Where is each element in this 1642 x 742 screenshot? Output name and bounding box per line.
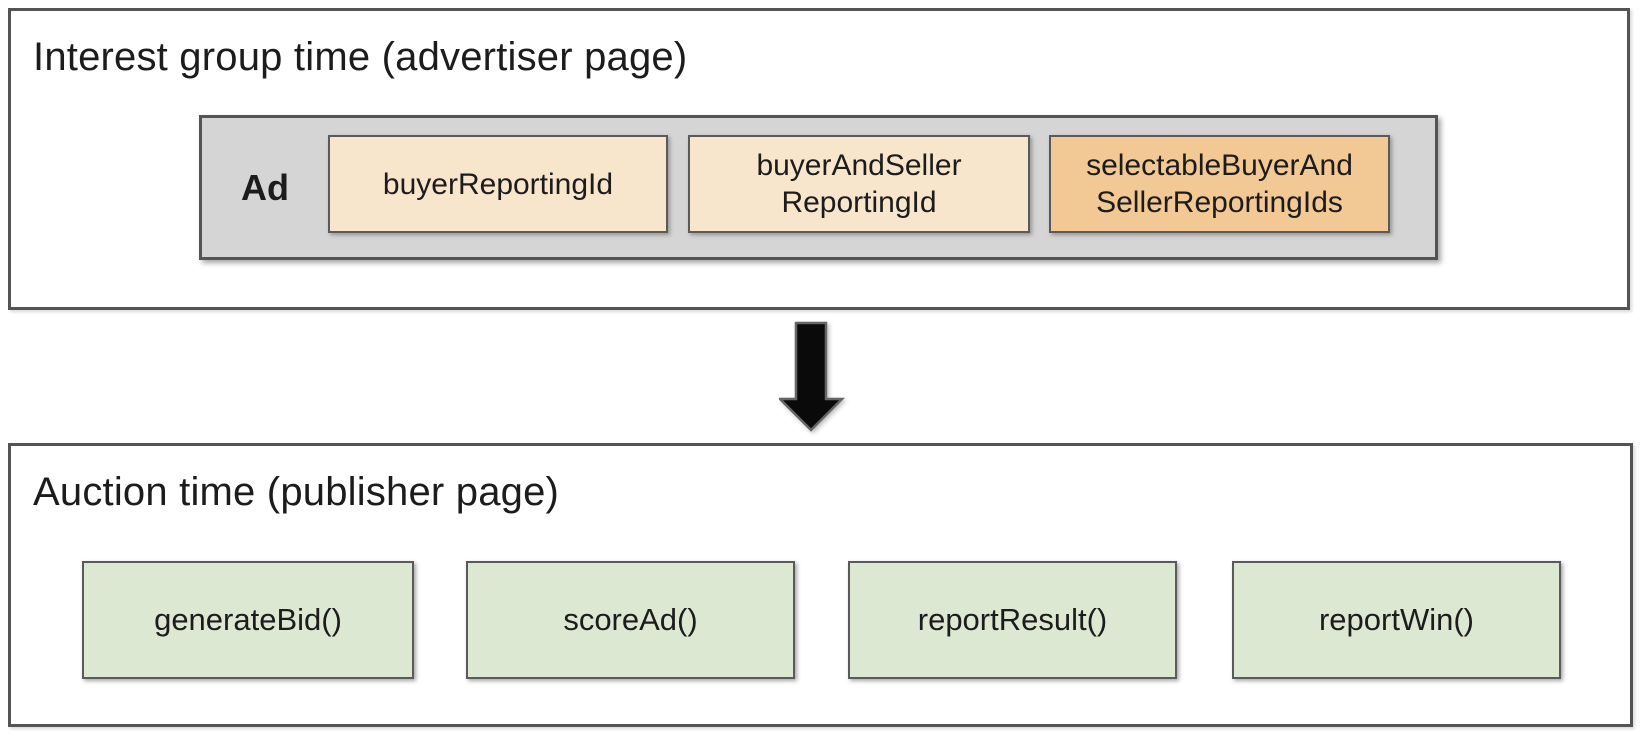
ad-label: Ad xyxy=(241,166,289,208)
interest-group-title: Interest group time (advertiser page) xyxy=(33,35,688,79)
selectable-buyer-and-seller-reporting-ids-box: selectableBuyerAnd SellerReportingIds xyxy=(1049,135,1390,233)
buyer-reporting-id-box: buyerReportingId xyxy=(328,135,668,233)
auction-title: Auction time (publisher page) xyxy=(33,470,560,514)
down-arrow-icon xyxy=(779,321,845,432)
ad-container: Ad buyerReportingId buyerAndSeller Repor… xyxy=(199,115,1438,260)
report-win-box: reportWin() xyxy=(1232,561,1561,679)
buyer-and-seller-reporting-id-box: buyerAndSeller ReportingId xyxy=(688,135,1030,233)
auction-section: Auction time (publisher page) generateBi… xyxy=(8,443,1633,727)
report-result-box: reportResult() xyxy=(848,561,1177,679)
generate-bid-box: generateBid() xyxy=(82,561,414,679)
interest-group-section: Interest group time (advertiser page) Ad… xyxy=(8,8,1630,310)
score-ad-box: scoreAd() xyxy=(466,561,795,679)
